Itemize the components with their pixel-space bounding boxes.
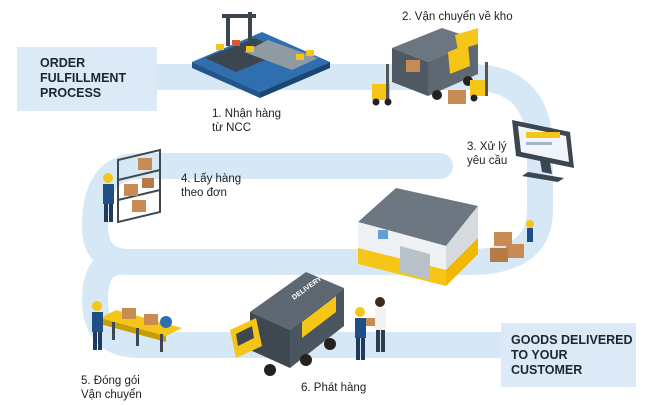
result-line: CUSTOMER xyxy=(511,363,583,377)
computer-monitor-icon xyxy=(512,120,574,182)
step-4-label: 4. Lấy hàng theo đơn xyxy=(181,173,242,199)
delivery-truck-icon: DELIVERY xyxy=(230,272,386,376)
title-box: ORDER FULFILLMENT PROCESS xyxy=(17,47,157,111)
shelf-worker-icon xyxy=(103,148,161,224)
port-ship-icon xyxy=(192,12,330,98)
title-line: PROCESS xyxy=(40,86,102,100)
step-6-label: 6. Phát hàng xyxy=(301,382,367,394)
title-line: FULFILLMENT xyxy=(40,71,127,85)
warehouse-icon xyxy=(358,188,534,286)
result-box: GOODS DELIVERED TO YOUR CUSTOMER xyxy=(501,323,636,387)
result-line: GOODS DELIVERED xyxy=(511,333,633,347)
step-2-label: 2. Vận chuyển về kho xyxy=(402,11,513,23)
title-line: ORDER xyxy=(40,56,86,70)
step-1-label: 1. Nhận hàng từ NCC xyxy=(212,108,282,134)
result-line: TO YOUR xyxy=(511,348,568,362)
truck-forklift-icon xyxy=(372,28,488,106)
step-3-label: 3. Xử lý yêu cầu xyxy=(467,141,508,167)
conveyor-worker-icon xyxy=(92,301,182,352)
step-5-label: 5. Đóng gói Vận chuyển xyxy=(81,375,142,401)
